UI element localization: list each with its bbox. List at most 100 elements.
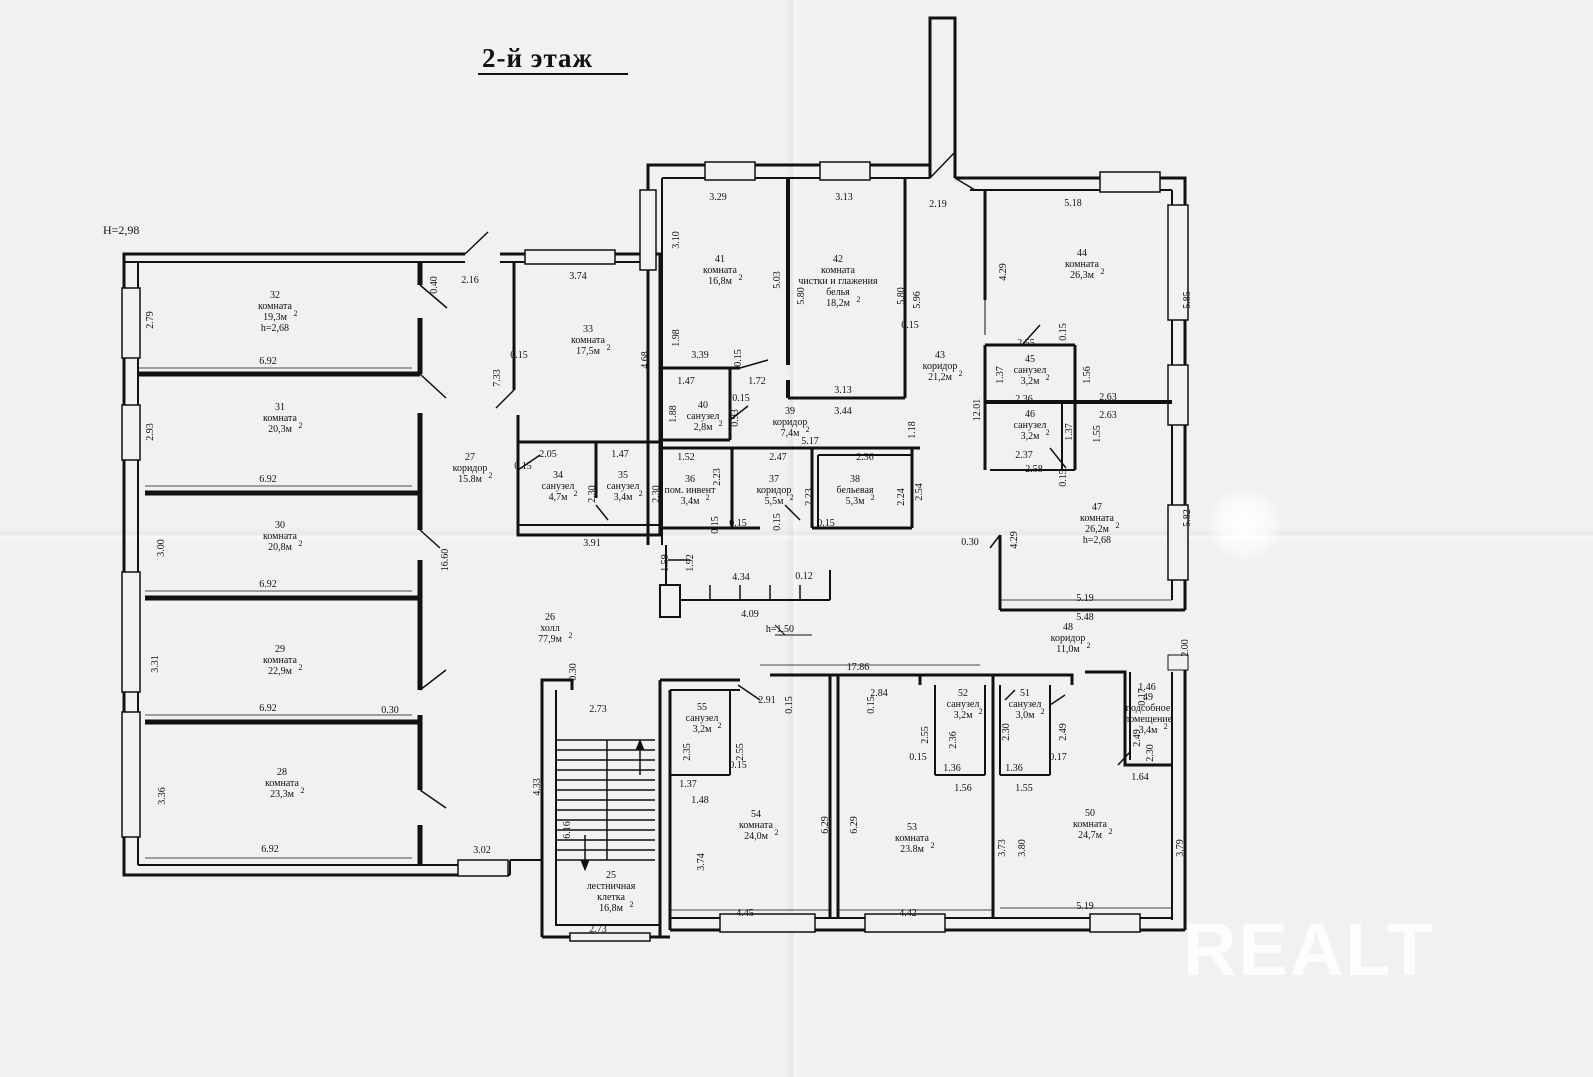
dimension-label: 16.60	[440, 549, 451, 572]
dimension-label: 1.18	[907, 421, 918, 439]
room-area: 3,4м	[681, 496, 701, 507]
dimension-label: 0.15	[901, 320, 919, 331]
room-area: 3,4м	[1139, 725, 1159, 736]
room-33-block	[495, 249, 662, 537]
room-num: 52	[958, 688, 968, 699]
dimension-label: 3.74	[569, 271, 587, 282]
room-num: 50	[1085, 808, 1095, 819]
room-name: комната	[1080, 513, 1115, 524]
room-area: 2,8м	[694, 422, 714, 433]
dimension-label: 3.73	[997, 839, 1008, 857]
dimension-label: 1.59	[660, 554, 671, 572]
dimension-label: 1.56	[1082, 366, 1093, 384]
dimension-label: 1.64	[1131, 772, 1149, 783]
room-name3: белья	[826, 287, 850, 298]
area-unit-superscript: 2	[1101, 267, 1105, 276]
room-num: 29	[275, 644, 285, 655]
area-unit-superscript: 2	[719, 419, 723, 428]
room-num: 31	[275, 402, 285, 413]
dimension-label: 2.73	[589, 704, 607, 715]
room-num: 42	[833, 254, 843, 265]
dimension-label: 3.29	[709, 192, 727, 203]
dimension-label: 1.88	[668, 405, 679, 423]
dimension-label: 0.15	[866, 696, 877, 714]
dimension-label: 0.15	[784, 696, 795, 714]
dimension-label: 2.55	[735, 743, 746, 761]
dimension-label: 2.24	[896, 488, 907, 506]
dimension-label: 0.17	[1137, 688, 1148, 706]
area-unit-superscript: 2	[1046, 373, 1050, 382]
area-unit-superscript: 2	[1046, 428, 1050, 437]
dimension-label: 2.37	[1015, 450, 1033, 461]
room-num: 44	[1077, 248, 1087, 259]
area-unit-superscript: 2	[806, 425, 810, 434]
rooms-36-38-walls	[662, 446, 920, 530]
paper-fold-horizontal	[0, 528, 1593, 542]
dimension-label: 5.82	[1182, 509, 1193, 527]
dimension-label: 3.91	[583, 538, 601, 549]
area-unit-superscript: 2	[569, 631, 573, 640]
dimension-label: 5.17	[801, 436, 819, 447]
room-area: 17,5м	[576, 346, 601, 357]
dimension-label: 2.55	[1017, 338, 1035, 349]
area-unit-superscript: 2	[607, 343, 611, 352]
dimension-label: 0.30	[381, 705, 399, 716]
dimension-label: 1.47	[611, 449, 629, 460]
room-name: санузел	[686, 713, 719, 724]
room-area: 16,8м	[708, 276, 733, 287]
room-area: 23,3м	[270, 789, 295, 800]
room-area: 22,9м	[268, 666, 293, 677]
room-47-walls	[989, 500, 1189, 612]
dimension-label: 3.31	[150, 655, 161, 673]
room-num: 53	[907, 822, 917, 833]
room-area: 18,2м	[826, 298, 851, 309]
dimension-label: 2.30	[587, 485, 598, 503]
dimension-label: 2.49	[1058, 723, 1069, 741]
dimension-label: 7.33	[492, 369, 503, 387]
area-unit-superscript: 2	[1041, 707, 1045, 716]
dimension-label: 2.23	[712, 468, 723, 486]
room-name: санузел	[947, 699, 980, 710]
room-num: 32	[270, 290, 280, 301]
dimension-label: 0.15	[1058, 323, 1069, 341]
dimension-label: 2.55	[920, 726, 931, 744]
dimension-label: 6.29	[820, 816, 831, 834]
dimension-label: 4.34	[732, 572, 750, 583]
dimension-label: 5.96	[912, 291, 923, 309]
room-name: подсобное	[1126, 703, 1171, 714]
room-name: санузел	[1014, 365, 1047, 376]
dimension-label: 3.39	[691, 350, 709, 361]
room-num: 45	[1025, 354, 1035, 365]
dimension-label: 1.52	[677, 452, 695, 463]
room-name2: помещение	[1124, 714, 1173, 725]
room-num: 26	[545, 612, 555, 623]
room-name: санузел	[542, 481, 575, 492]
room-extra: h=2,68	[261, 323, 289, 334]
room-area: 3,0м	[1016, 710, 1036, 721]
room-area: 5,5м	[765, 496, 785, 507]
dimension-label: 2.84	[870, 688, 888, 699]
area-unit-superscript: 2	[931, 841, 935, 850]
area-unit-superscript: 2	[706, 493, 710, 502]
room-area: 3,2м	[1021, 376, 1041, 387]
room-area: 24,0м	[744, 831, 769, 842]
room-num: 33	[583, 324, 593, 335]
dimension-label: 6.92	[259, 703, 277, 714]
dimension-label: 3.44	[834, 406, 852, 417]
room-area: 4,7м	[549, 492, 569, 503]
dimension-label: 5.48	[1076, 612, 1094, 623]
room-name: комната	[263, 655, 298, 666]
room-name: санузел	[1009, 699, 1042, 710]
area-unit-superscript: 2	[1116, 521, 1120, 530]
